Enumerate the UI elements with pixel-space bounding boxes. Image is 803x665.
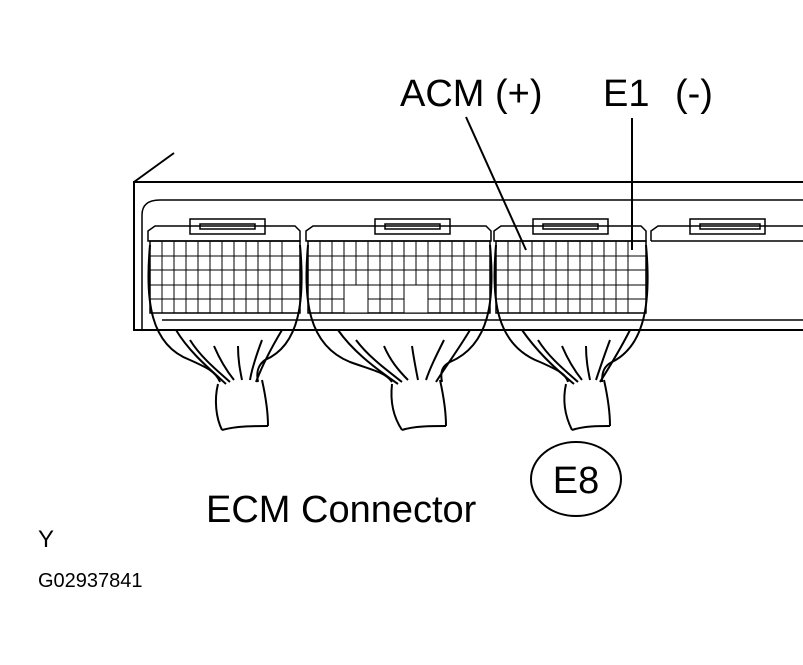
connector-id-oval xyxy=(530,441,622,517)
e1-polarity-label: (-) xyxy=(675,73,713,115)
wire-harness-3 xyxy=(493,244,649,431)
figure-id: G02937841 xyxy=(38,570,143,592)
connector-block-3 xyxy=(493,218,647,314)
ecm-connector-caption: ECM Connector xyxy=(206,489,477,531)
wire-harness-2 xyxy=(305,244,493,431)
connector-block-1 xyxy=(147,218,301,314)
wire-harness-1 xyxy=(147,244,303,431)
acm-leader-line xyxy=(465,116,527,251)
corner-code: Y xyxy=(38,526,54,553)
e1-terminal-label: E1 xyxy=(603,73,649,115)
acm-terminal-label: ACM (+) xyxy=(400,73,543,115)
connector-3-pin-grid xyxy=(496,241,646,313)
connector-block-2 xyxy=(305,218,492,314)
connector-id-label: E8 xyxy=(553,460,599,502)
connector-1-pin-grid xyxy=(150,241,300,313)
connector-block-4-partial xyxy=(650,218,803,242)
ecu-housing xyxy=(133,152,803,331)
connector-2-pin-grid xyxy=(308,241,490,313)
